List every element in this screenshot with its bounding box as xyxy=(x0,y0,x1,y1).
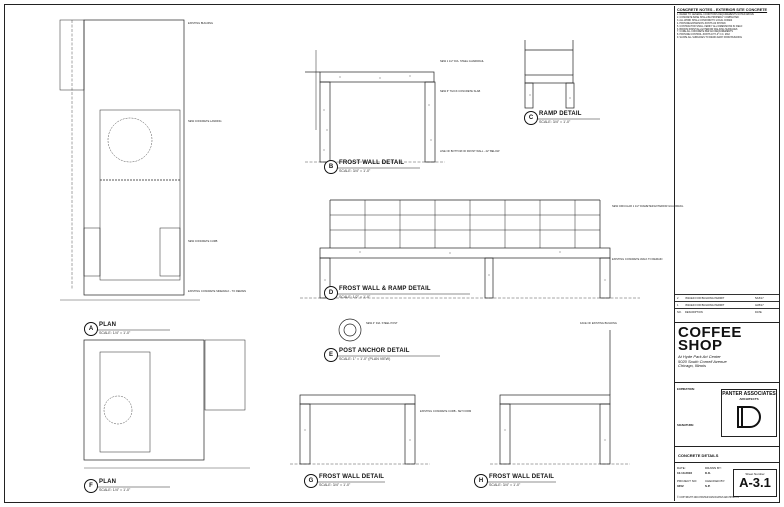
revision-date: 5/18/17 xyxy=(755,297,764,300)
detail-title-g: FROST WALL DETAIL xyxy=(319,474,385,480)
detail-title-a: PLAN xyxy=(99,322,117,328)
detail-bubble-g: G xyxy=(304,474,318,488)
detail-title-c: RAMP DETAIL xyxy=(539,111,582,117)
drawn-value: K.K. xyxy=(705,471,711,475)
detail-scale-h: SCALE: 3/4" = 1'-0" xyxy=(489,483,521,487)
revision-row: 1 ISSUED FOR BUILDING PERMIT 4/28/17 xyxy=(675,301,779,309)
annotation: EXISTING CONCRETE SIDEWALK - TO REMAIN xyxy=(188,290,247,293)
annotation: NEW CONCRETE LANDING xyxy=(188,120,222,123)
revision-date: 4/28/17 xyxy=(755,304,764,307)
notes-list: 1. REFER TO GENERAL CONDITIONS REQUIREME… xyxy=(677,14,777,40)
title-block: CONCRETE NOTES - EXTERIOR SITE CONCRETE … xyxy=(674,6,779,501)
firm-name: PANTER ASSOCIATES ARCHITECTS xyxy=(722,392,776,402)
address-line: Chicago, Illinois xyxy=(678,363,707,369)
revision-desc: ISSUED FOR BUILDING PERMIT xyxy=(685,297,725,300)
detail-title-h: FROST WALL DETAIL xyxy=(489,474,555,480)
annotation: NEW 1 1/2" DIA. STEEL GUARDRAIL xyxy=(440,60,484,63)
note-item: 4. PROVIDE EXPANSION JOINTS AS SHOWN xyxy=(677,22,726,25)
detail-title-f: PLAN xyxy=(99,479,117,485)
sheet-info-block: DATE: 10.10.2016 DRAWN BY: K.K. PROJECT … xyxy=(675,462,779,502)
detail-scale-b: SCALE: 3/4" = 1'-0" xyxy=(339,169,371,173)
address-line: At Hyde Park Art Center xyxy=(678,354,721,359)
date-value: 10.10.2016 xyxy=(677,471,693,475)
note-item: 3. ALL WORK SHALL CONFORM TO LOCAL CODES xyxy=(677,19,733,22)
firm-logo-icon xyxy=(737,406,761,428)
note-item: 7. CURE ALL CONCRETE PER ACI REQUIREMENT… xyxy=(677,31,733,34)
project-no-label: PROJECT NO: xyxy=(677,479,698,483)
sheet-border xyxy=(4,4,780,503)
revision-row: NO. DESCRIPTION DATE xyxy=(675,308,779,316)
note-item: 6. BROOM FINISH ALL EXTERIOR WALKING SUR… xyxy=(677,28,738,31)
plan-a-outline xyxy=(83,19,185,296)
detail-bubble-c: C xyxy=(524,111,538,125)
date-label: DATE: xyxy=(677,466,686,470)
note-item: 2. CONCRETE BASE SHALL BE PROPERLY COMPA… xyxy=(677,16,739,19)
firm-block: EXPIRATION: SIGNATURE: PANTER ASSOCIATES… xyxy=(675,382,779,447)
detail-scale-d: SCALE: 1/2" = 1'-0" xyxy=(339,295,371,299)
note-item: 1. REFER TO GENERAL CONDITIONS REQUIREME… xyxy=(677,14,754,16)
annotation: EXISTING CONCRETE CURB - SET FORM xyxy=(420,410,472,413)
detail-scale-g: SCALE: 3/4" = 1'-0" xyxy=(319,483,351,487)
revision-row: 2 ISSUED FOR BUILDING PERMIT 5/18/17 xyxy=(675,294,779,302)
revision-date: DATE xyxy=(755,311,762,314)
detail-title-d: FROST WALL & RAMP DETAIL xyxy=(339,286,431,292)
annotation: NEW CIRCULAR 1 1/2" DIAMETER EXTERIOR GU… xyxy=(612,205,684,208)
revision-desc: ISSUED FOR BUILDING PERMIT xyxy=(685,304,725,307)
detail-bubble-e: E xyxy=(324,348,338,362)
expiration-label: EXPIRATION: xyxy=(677,387,695,391)
detail-bubble-d: D xyxy=(324,286,338,300)
sheet-title-block: CONCRETE DETAILS xyxy=(675,446,779,463)
detail-scale-c: SCALE: 3/4" = 1'-0" xyxy=(539,120,571,124)
project-address: At Hyde Park Art Center 5020 South Corne… xyxy=(678,354,727,369)
sheet-number: A-3.1 xyxy=(739,475,771,490)
checked-value: S.P. xyxy=(705,484,711,488)
detail-scale-e: SCALE: 1" = 1'-0" (PLAN VIEW) xyxy=(339,357,391,361)
firm-name-text: PANTER ASSOCIATES xyxy=(722,391,776,397)
project-block: COFFEE SHOP At Hyde Park Art Center 5020… xyxy=(675,322,779,383)
detail-bubble-f: F xyxy=(84,479,98,493)
annotation: FACE OF EXISTING BUILDING xyxy=(580,322,617,325)
annotation: NEW 6" THICK CONCRETE SLAB xyxy=(440,90,481,93)
firm-logo: PANTER ASSOCIATES ARCHITECTS xyxy=(721,389,777,437)
detail-bubble-h: H xyxy=(474,474,488,488)
annotation: EXISTING CONCRETE WALK TO REMAIN xyxy=(612,258,663,261)
note-item: 9. SLOPE ALL SURFACES TO DRAIN AWAY FROM… xyxy=(677,37,743,40)
copyright: © COPYRIGHT 2016 PANTER ASSOCIATES ARCHI… xyxy=(677,497,739,499)
firm-sub: ARCHITECTS xyxy=(739,397,759,401)
detail-title-e: POST ANCHOR DETAIL xyxy=(339,348,410,354)
note-item: 5. CONTRACTOR SHALL VERIFY ALL DIMENSION… xyxy=(677,25,743,28)
address-line: 5020 South Cornell Avenue xyxy=(678,358,727,364)
detail-title-b: FROST WALL DETAIL xyxy=(339,160,405,166)
signature-label: SIGNATURE: xyxy=(677,423,695,427)
detail-bubble-a: A xyxy=(84,322,98,336)
drawn-label: DRAWN BY: xyxy=(705,466,722,470)
checked-label: CHECKED BY: xyxy=(705,479,726,483)
annotation: LINE OF BOTTOM OF FROST WALL - 42" BELOW xyxy=(440,150,500,153)
revision-desc: DESCRIPTION xyxy=(685,311,703,314)
project-name: COFFEE SHOP xyxy=(678,324,742,354)
revision-no: 2 xyxy=(677,297,679,300)
detail-scale-a: SCALE: 1/4" = 1'-0" xyxy=(99,331,131,335)
detail-bubble-b: B xyxy=(324,160,338,174)
revision-no: 1 xyxy=(677,304,679,307)
detail-scale-f: SCALE: 1/4" = 1'-0" xyxy=(99,488,131,492)
project-no-value: 0452 xyxy=(677,484,684,488)
notes-header: CONCRETE NOTES - EXTERIOR SITE CONCRETE xyxy=(677,8,768,12)
note-item: 8. PROVIDE CONTROL JOINTS AT 5'-0" O.C. … xyxy=(677,34,730,37)
annotation: NEW CONCRETE CURB xyxy=(188,240,218,243)
annotation: NEW 4" DIA. STEEL POST xyxy=(366,322,398,325)
sheet-number-label: Sheet Number xyxy=(745,472,765,476)
sheet-number-box: Sheet Number A-3.1 xyxy=(733,469,777,497)
revision-no: NO. xyxy=(677,311,682,314)
sheet-title: CONCRETE DETAILS xyxy=(678,453,719,458)
annotation: EXISTING BUILDING xyxy=(188,22,214,25)
